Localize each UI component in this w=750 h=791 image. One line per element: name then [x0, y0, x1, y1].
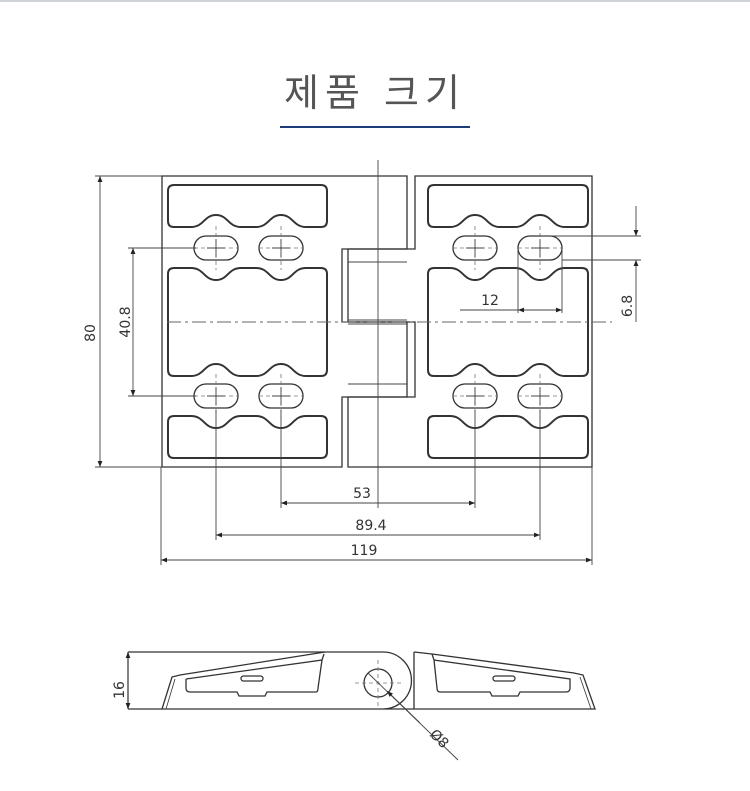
- slotted-hole: [452, 374, 498, 418]
- plate-cutout: [427, 267, 589, 377]
- knuckle-lines: [348, 261, 407, 385]
- dim-label-80: 80: [83, 324, 99, 342]
- dim-label-40-8: 40.8: [118, 306, 134, 337]
- plate-cutout: [427, 184, 589, 228]
- dim-label-12: 12: [481, 293, 499, 309]
- plate-cutout: [167, 415, 328, 459]
- dim-label-53: 53: [353, 486, 371, 502]
- slotted-hole: [258, 226, 304, 270]
- extension-lines: [95, 175, 641, 565]
- dim-label-diameter: Ø8: [426, 726, 451, 751]
- plate-cutout: [167, 267, 328, 377]
- top-divider: [0, 0, 750, 2]
- diameter-arrow: [386, 690, 421, 724]
- dim-label-89-4: 89.4: [355, 518, 386, 534]
- slotted-hole: [258, 374, 304, 418]
- plate-cutout: [167, 184, 328, 228]
- plate-slots: [167, 184, 589, 459]
- side-view: 16 Ø8: [112, 651, 596, 761]
- title-underline: [280, 126, 470, 128]
- page-title: 제품 크기: [284, 71, 466, 115]
- dim-label-119: 119: [351, 543, 378, 559]
- dim-label-6-8: 6.8: [620, 295, 636, 317]
- right-plate-outline: [347, 175, 593, 468]
- plate-cutout: [427, 415, 589, 459]
- mounting-holes: [193, 226, 563, 418]
- slotted-hole: [452, 226, 498, 270]
- slotted-hole: [517, 226, 563, 270]
- slotted-hole: [193, 226, 239, 270]
- dim-label-16: 16: [112, 681, 128, 699]
